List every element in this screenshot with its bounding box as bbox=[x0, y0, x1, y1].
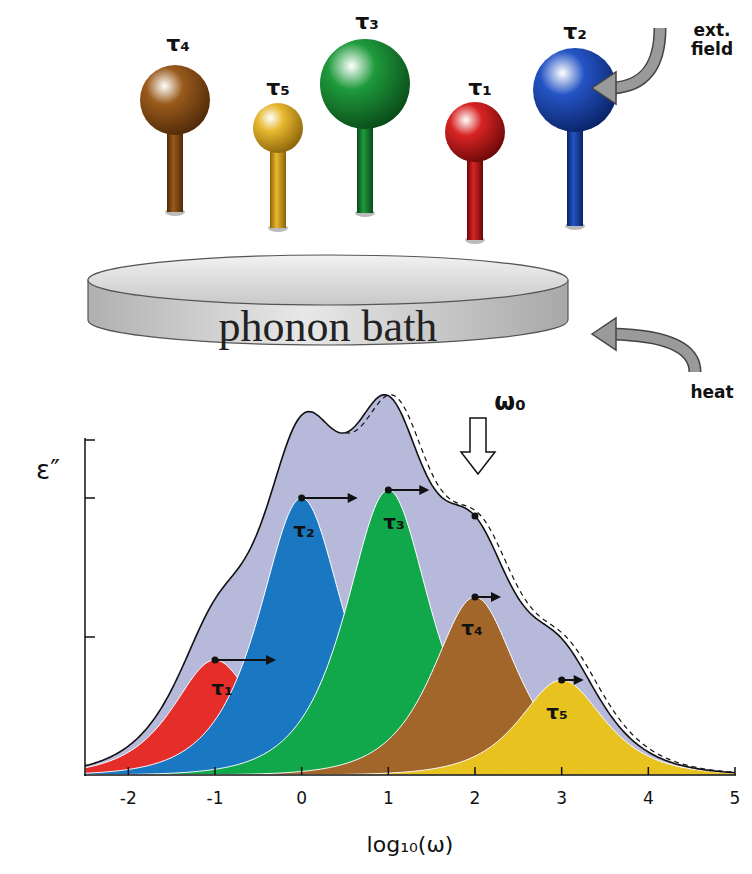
tick-label: 2 bbox=[470, 789, 481, 808]
relaxation-peak bbox=[85, 597, 735, 775]
shift-arrow bbox=[385, 485, 430, 495]
loss-spectrum-plot bbox=[85, 395, 735, 775]
omega0-arrow bbox=[461, 418, 495, 474]
shift-arrow bbox=[558, 675, 584, 685]
omega0-point bbox=[472, 512, 479, 519]
tau-label: τ₄ bbox=[166, 32, 190, 56]
ext-field-label: ext. field bbox=[687, 21, 737, 58]
axes bbox=[84, 438, 736, 776]
relaxation-peak bbox=[85, 490, 735, 775]
heat-label: heat bbox=[690, 383, 733, 402]
x-ticks bbox=[128, 767, 735, 775]
phonon-bath: phonon bath bbox=[219, 305, 438, 349]
tick-label: -2 bbox=[120, 789, 137, 808]
y-axis-title: ε″ bbox=[36, 456, 60, 485]
shift-arrow bbox=[298, 493, 358, 503]
tick-label: 0 bbox=[296, 789, 307, 808]
tick-label: 4 bbox=[643, 789, 654, 808]
omega0-label: ω₀ bbox=[494, 389, 525, 415]
node-label: phonon bath bbox=[219, 305, 438, 349]
tick-label: 3 bbox=[556, 789, 567, 808]
relaxator-pin bbox=[253, 103, 303, 232]
envelope-area bbox=[85, 395, 735, 775]
peak-tau-label: τ₂ bbox=[293, 519, 315, 541]
ext-field-arrow bbox=[592, 28, 660, 104]
tick-label: 5 bbox=[730, 789, 741, 808]
relaxator-pin bbox=[140, 65, 210, 216]
tick-label: 1 bbox=[383, 789, 394, 808]
tau-label: τ₂ bbox=[563, 20, 587, 44]
tau-label: τ₃ bbox=[355, 10, 379, 34]
peak-tau-label: τ₃ bbox=[383, 511, 405, 533]
peak-tau-label: τ₅ bbox=[546, 701, 568, 723]
peak-tau-label: τ₄ bbox=[461, 617, 483, 639]
shifted-envelope bbox=[345, 395, 735, 773]
relaxation-peak bbox=[85, 680, 735, 775]
heat-arrow bbox=[592, 318, 695, 372]
shift-arrow bbox=[212, 655, 277, 665]
shift-arrow bbox=[472, 592, 502, 602]
tau-label: τ₅ bbox=[266, 76, 290, 100]
tick-label: -1 bbox=[207, 789, 224, 808]
tau-label: τ₁ bbox=[468, 76, 492, 100]
relaxator-pin bbox=[445, 102, 505, 244]
relaxator-pin bbox=[320, 39, 410, 217]
envelope-curve bbox=[85, 395, 735, 773]
peak-tau-label: τ₁ bbox=[211, 677, 233, 699]
relaxator-pin bbox=[533, 48, 617, 230]
relaxator-pins bbox=[140, 39, 617, 244]
x-axis-title: log₁₀(ω) bbox=[367, 833, 454, 857]
